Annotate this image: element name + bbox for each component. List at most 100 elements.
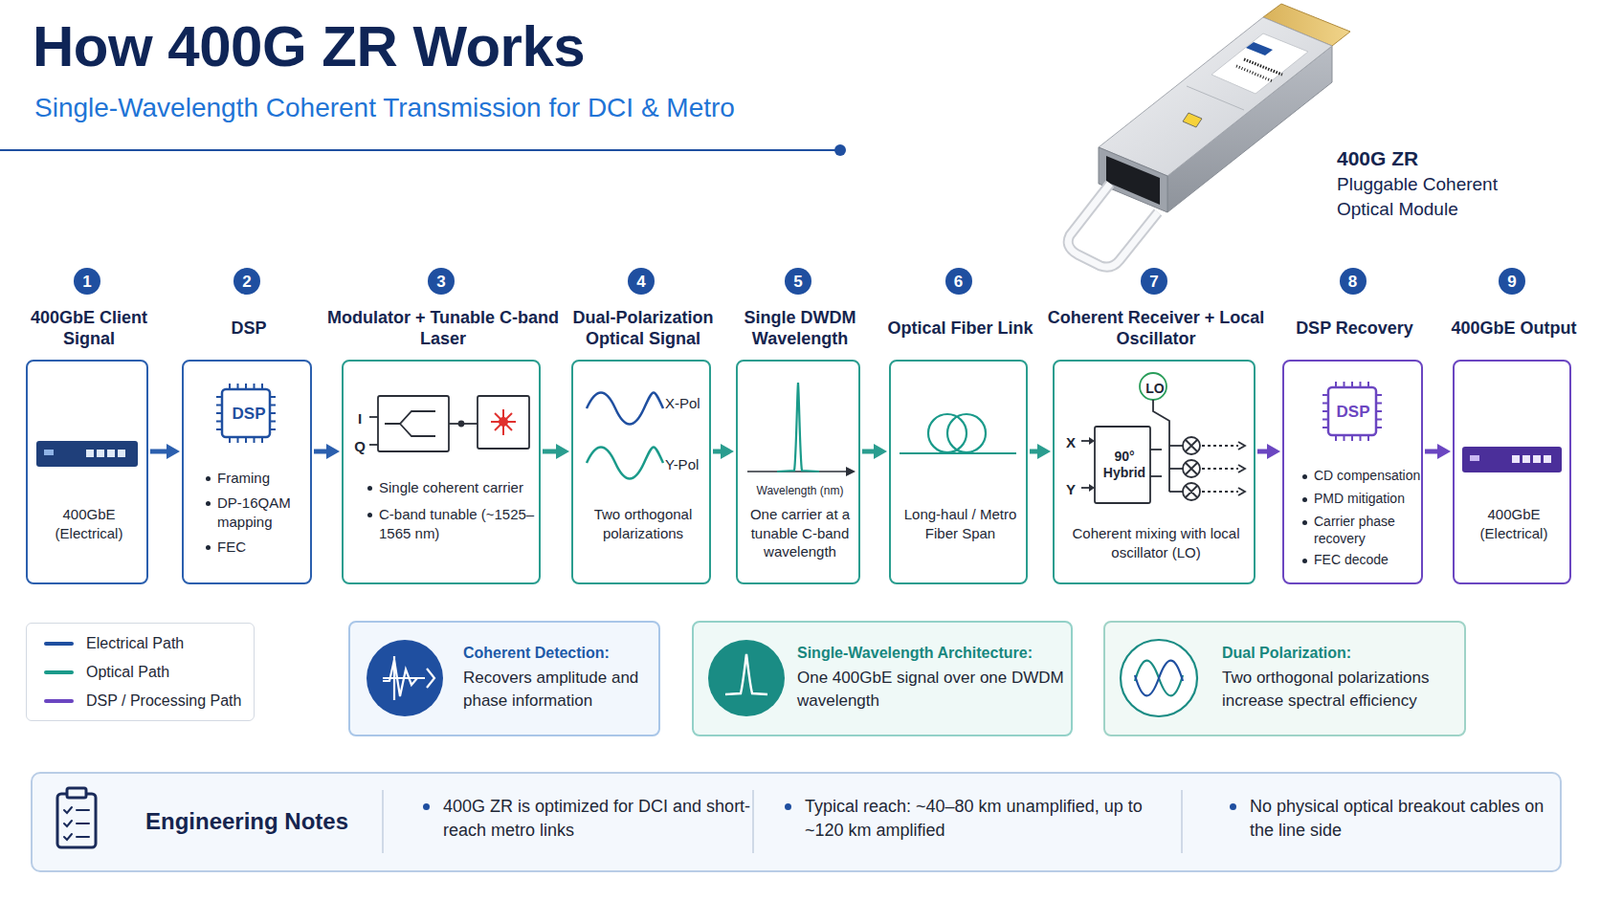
spectrum-icon (747, 382, 856, 477)
arrow-line (313, 449, 329, 455)
header-dot (834, 144, 846, 156)
subtitle: Single-Wavelength Coherent Transmission … (34, 90, 944, 126)
feature-fill (692, 622, 1072, 736)
chip-pin (269, 396, 276, 399)
node-text: No physical optical breakout cables on t… (1226, 795, 1553, 844)
chip-pin (261, 437, 264, 444)
notes-fill (31, 773, 1561, 872)
node-text: 400GbE Client Signal (6, 306, 172, 351)
node-text: 400G ZR is optimized for DCI and short-r… (420, 795, 756, 844)
header-rule (0, 149, 839, 152)
arrow-head (873, 444, 888, 460)
node-text: 400GbE (Electrical) (1454, 505, 1574, 543)
x-pol-wave (586, 393, 664, 425)
divider (752, 790, 755, 854)
chip-pin (244, 383, 247, 390)
legend-text: Optical Path (86, 665, 170, 681)
arrow-line (1424, 449, 1440, 455)
node-text: Long-haul / Metro Fiber Span (894, 505, 1026, 543)
module-illustration (1067, 3, 1351, 267)
coherent-icon (366, 640, 444, 717)
notes-box: Engineering Notes 400G ZR is optimized fo… (30, 772, 1562, 873)
feature-box: Dual Polarization:Two orthogonal polariz… (1103, 621, 1467, 737)
flow-arrow (1257, 444, 1281, 460)
chip-pin (1343, 381, 1346, 388)
node-text: X (1064, 435, 1078, 450)
arrow-line (542, 449, 558, 455)
node-text: Dual-Polarization Optical Signal (552, 306, 734, 351)
chip-pin (216, 404, 223, 407)
node-text: Dual Polarization: (1222, 644, 1460, 665)
chip-pin (269, 428, 276, 431)
legend-text: Electrical Path (86, 636, 184, 652)
node-text: Y-Pol (665, 457, 712, 472)
chip-pin (253, 437, 256, 444)
node-text: Modulator + Tunable C-band Laser (322, 306, 564, 351)
chip-pin (237, 383, 240, 390)
fiber-coil (899, 414, 1017, 454)
chip-pin (1322, 410, 1329, 413)
node-text: DSP Recovery (1263, 306, 1446, 351)
legend-box: Electrical PathOptical PathDSP / Process… (25, 622, 255, 722)
node-text: PMD mitigation (1301, 489, 1423, 508)
step-box: Modulator + Tunable C-band LaserIQSingle… (341, 359, 541, 585)
feature-fill (349, 622, 660, 736)
chip-pin (253, 383, 256, 390)
node-text: DSP (1328, 403, 1378, 421)
callout-number: 9 (1498, 267, 1526, 295)
step-box: Single DWDM WavelengthWavelength (nm)One… (735, 359, 861, 585)
chip-pin (1376, 426, 1382, 429)
callout-number: 6 (945, 267, 973, 295)
chip-pin (269, 421, 276, 423)
chip-pin (1322, 419, 1329, 422)
flow-arrow (862, 444, 888, 460)
chip-pin (228, 383, 231, 390)
chip-pin (269, 404, 276, 407)
node-text: Coherent mixing with local oscillator (L… (1060, 524, 1252, 562)
chip-pin (1351, 381, 1354, 388)
diagram-title: How 400G ZR Works (32, 13, 585, 80)
legend-text: DSP / Processing Path (86, 693, 242, 710)
chip-pin (1322, 426, 1329, 429)
node-text: Single-Wavelength Architecture: (797, 644, 1067, 665)
chip-pin (261, 383, 264, 390)
feature-box: Single-Wavelength Architecture:One 400Gb… (691, 621, 1073, 737)
modulator-icon (369, 396, 530, 452)
chip-pin (1322, 402, 1329, 405)
chip-pin (269, 412, 276, 415)
node-text: Engineering Notes (145, 806, 376, 837)
step-box: 400GbE Client Signal400GbE (Electrical) (25, 359, 149, 585)
node-text: 400GbE Output (1433, 306, 1595, 351)
node-text: Q (353, 439, 367, 454)
node-text: Recovers amplitude and phase information (463, 666, 655, 713)
dsp-chip (216, 383, 276, 444)
node-text: FEC decode (1301, 551, 1423, 569)
divider (381, 790, 384, 854)
arrow-head (1037, 444, 1051, 460)
y-pol-wave (586, 447, 664, 480)
node-text: I (353, 411, 367, 426)
chip-pin (1351, 435, 1354, 442)
clipboard-icon (57, 788, 96, 848)
legend-swatch (44, 642, 74, 646)
node-text: Typical reach: ~40–80 km unamplified, up… (781, 795, 1184, 844)
node-text: 90° Hybrid (1096, 448, 1153, 482)
chip-pin (1322, 394, 1329, 397)
legend-swatch (44, 670, 74, 675)
node-text: 400GbE (Electrical) (27, 505, 151, 543)
chip-pin (1343, 435, 1346, 442)
arrow-head (326, 444, 340, 460)
single-wavelength-icon (708, 640, 785, 717)
node-text: DP-16QAM mapping (204, 493, 311, 532)
chip-pin (228, 437, 231, 444)
receiver-icon (1081, 373, 1245, 504)
node-text: Single coherent carrier (366, 478, 535, 498)
chip-pin (216, 428, 223, 431)
node-text: Two orthogonal polarizations increase sp… (1222, 666, 1460, 713)
dual-pol-icon (1120, 640, 1198, 717)
node-text: Coherent Receiver + Local Oscillator (1033, 306, 1279, 351)
arrow-line (862, 449, 876, 455)
chip-pin (216, 412, 223, 415)
